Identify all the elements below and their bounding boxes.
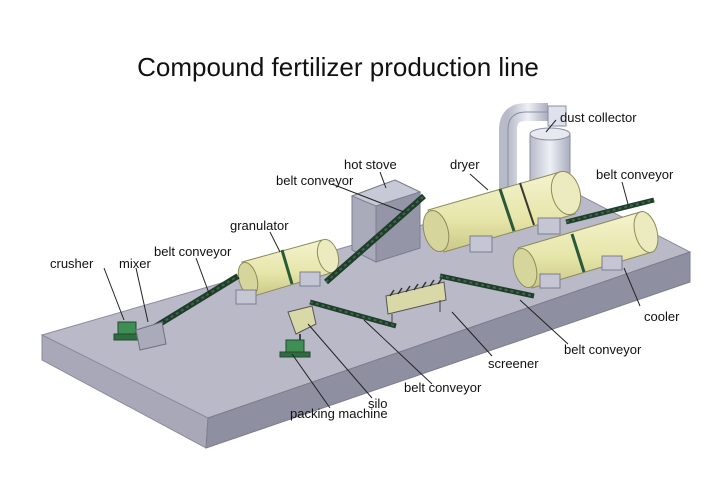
mixer xyxy=(135,321,167,351)
label-packing-machine: packing machine xyxy=(290,406,388,421)
diagram-title: Compound fertilizer production line xyxy=(137,52,539,82)
belt-conveyor-right xyxy=(565,197,655,225)
label-belt-conveyor-top: belt conveyor xyxy=(276,173,354,188)
label-hot-stove: hot stove xyxy=(344,157,397,172)
label-crusher: crusher xyxy=(50,256,94,271)
cooler xyxy=(512,211,659,289)
label-dryer: dryer xyxy=(450,157,480,172)
label-granulator: granulator xyxy=(230,218,289,233)
label-screener: screener xyxy=(488,356,539,371)
label-mixer: mixer xyxy=(119,256,151,271)
dryer xyxy=(422,170,582,253)
label-cooler: cooler xyxy=(644,309,680,324)
label-belt-conveyor-right: belt conveyor xyxy=(596,167,674,182)
label-silo: silo xyxy=(368,396,388,411)
label-belt-conveyor-left: belt conveyor xyxy=(154,244,232,259)
screener xyxy=(385,277,447,326)
belt-conveyor-bottom xyxy=(309,299,397,329)
leader-lines xyxy=(103,119,641,409)
packing-machine xyxy=(279,339,311,358)
label-dust-collector: dust collector xyxy=(560,110,637,125)
label-belt-conveyor-lower-right: belt conveyor xyxy=(564,342,642,357)
platform xyxy=(40,184,692,449)
label-belt-conveyor-bottom: belt conveyor xyxy=(404,380,482,395)
belt-conveyor-top xyxy=(324,193,426,285)
belt-conveyor-lower-right xyxy=(439,273,535,299)
